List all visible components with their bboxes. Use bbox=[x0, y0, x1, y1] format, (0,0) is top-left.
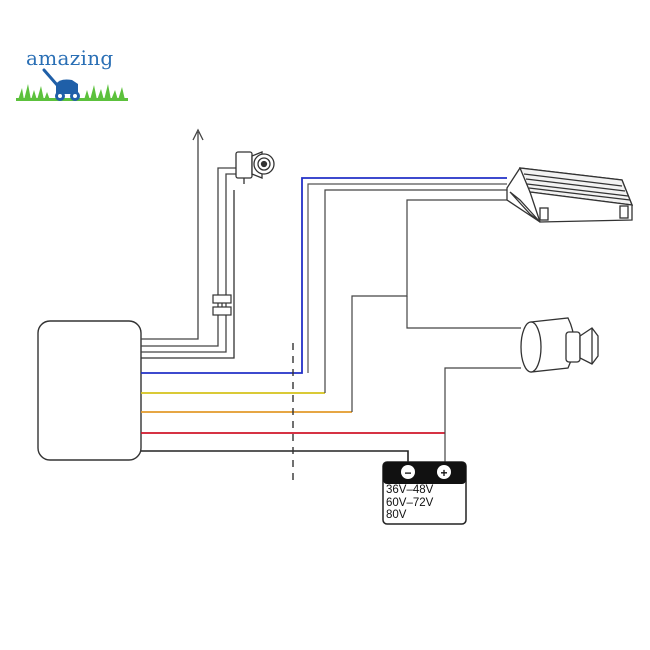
battery-icon: − + bbox=[382, 461, 467, 525]
antenna-wire bbox=[141, 128, 204, 340]
horn-wire bbox=[406, 296, 521, 329]
controller-box bbox=[37, 320, 142, 461]
positive-terminal bbox=[437, 465, 451, 479]
negative-symbol: − bbox=[404, 466, 411, 480]
mower-logo-icon bbox=[16, 68, 128, 101]
module-black-wire bbox=[141, 190, 235, 359]
lawn-mower-icon bbox=[42, 68, 80, 101]
siren-wires bbox=[141, 167, 238, 353]
receiver-module-icon bbox=[506, 167, 634, 223]
red-wire-riser bbox=[444, 367, 521, 433]
module-gray-wire bbox=[307, 183, 507, 373]
positive-symbol: + bbox=[440, 466, 447, 480]
logo-text: amazing bbox=[26, 46, 114, 70]
blue-wire bbox=[141, 177, 507, 374]
wire-connector-icon bbox=[212, 294, 232, 316]
siren-icon bbox=[235, 151, 275, 184]
brand-logo: amazing bbox=[14, 40, 134, 110]
battery-voltage-label: 36V–48V 60V–72V 80V bbox=[386, 484, 476, 522]
black-wire bbox=[141, 450, 409, 462]
horn-icon bbox=[520, 317, 599, 373]
voltage-line-1: 36V–48V bbox=[386, 484, 434, 496]
voltage-line-2: 60V–72V bbox=[386, 496, 434, 509]
negative-terminal bbox=[401, 465, 415, 479]
voltage-line-3: 80V bbox=[386, 509, 407, 521]
orange-wire-riser bbox=[351, 199, 510, 412]
yellow-wire-riser bbox=[324, 189, 507, 393]
